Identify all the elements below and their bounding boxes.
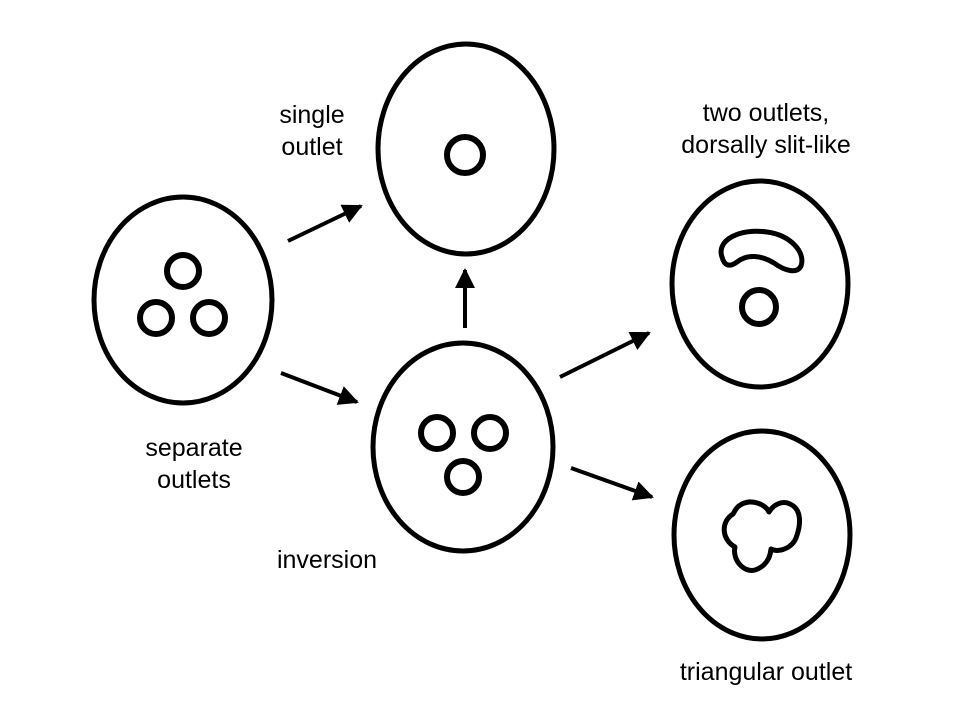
ventral-round-outlet (739, 287, 779, 327)
state-single-outlet (375, 41, 557, 257)
inversion-oval (370, 340, 556, 554)
label-single-outlet: single outlet (279, 99, 344, 163)
separate-outlet-left (137, 299, 175, 337)
arrow-inversion-to-two-outlets (559, 331, 651, 379)
separate-outlets-oval (91, 194, 275, 406)
separate-outlet-right (190, 299, 228, 337)
separate-outlet-top (164, 252, 202, 290)
arrow-separate-to-inversion (280, 371, 359, 405)
dorsal-slit-outlet (718, 228, 805, 274)
label-triangular-outlet: triangular outlet (679, 658, 853, 686)
state-two-outlets (669, 178, 851, 390)
triangular-outlet-shape (721, 499, 802, 573)
triangular-outlet-oval (671, 428, 853, 642)
inversion-outlet-left (418, 414, 456, 452)
label-two-outlets: two outlets, dorsally slit-like (681, 97, 850, 161)
inversion-outlet-right (471, 414, 509, 452)
arrow-separate-to-single (287, 204, 363, 243)
two-outlets-oval (669, 178, 851, 390)
label-single-line-1: single (279, 101, 345, 129)
inversion-outlet-bottom (444, 458, 482, 496)
label-two-line-1: two outlets, (702, 99, 830, 127)
label-two-line-2: dorsally slit-like (681, 131, 851, 159)
single-outlet-circle (444, 134, 486, 176)
arrow-inversion-to-triangular (570, 466, 654, 501)
state-separate-outlets (91, 194, 275, 406)
state-inversion (370, 340, 556, 554)
single-outlet-oval (375, 41, 557, 257)
state-triangular-outlet (671, 428, 853, 642)
label-separate-outlets: separate outlets (145, 432, 242, 496)
label-inversion: inversion (276, 546, 378, 574)
label-separate-line-2: outlets (157, 466, 231, 494)
label-separate-line-1: separate (145, 434, 243, 462)
label-single-line-2: outlet (281, 133, 343, 161)
